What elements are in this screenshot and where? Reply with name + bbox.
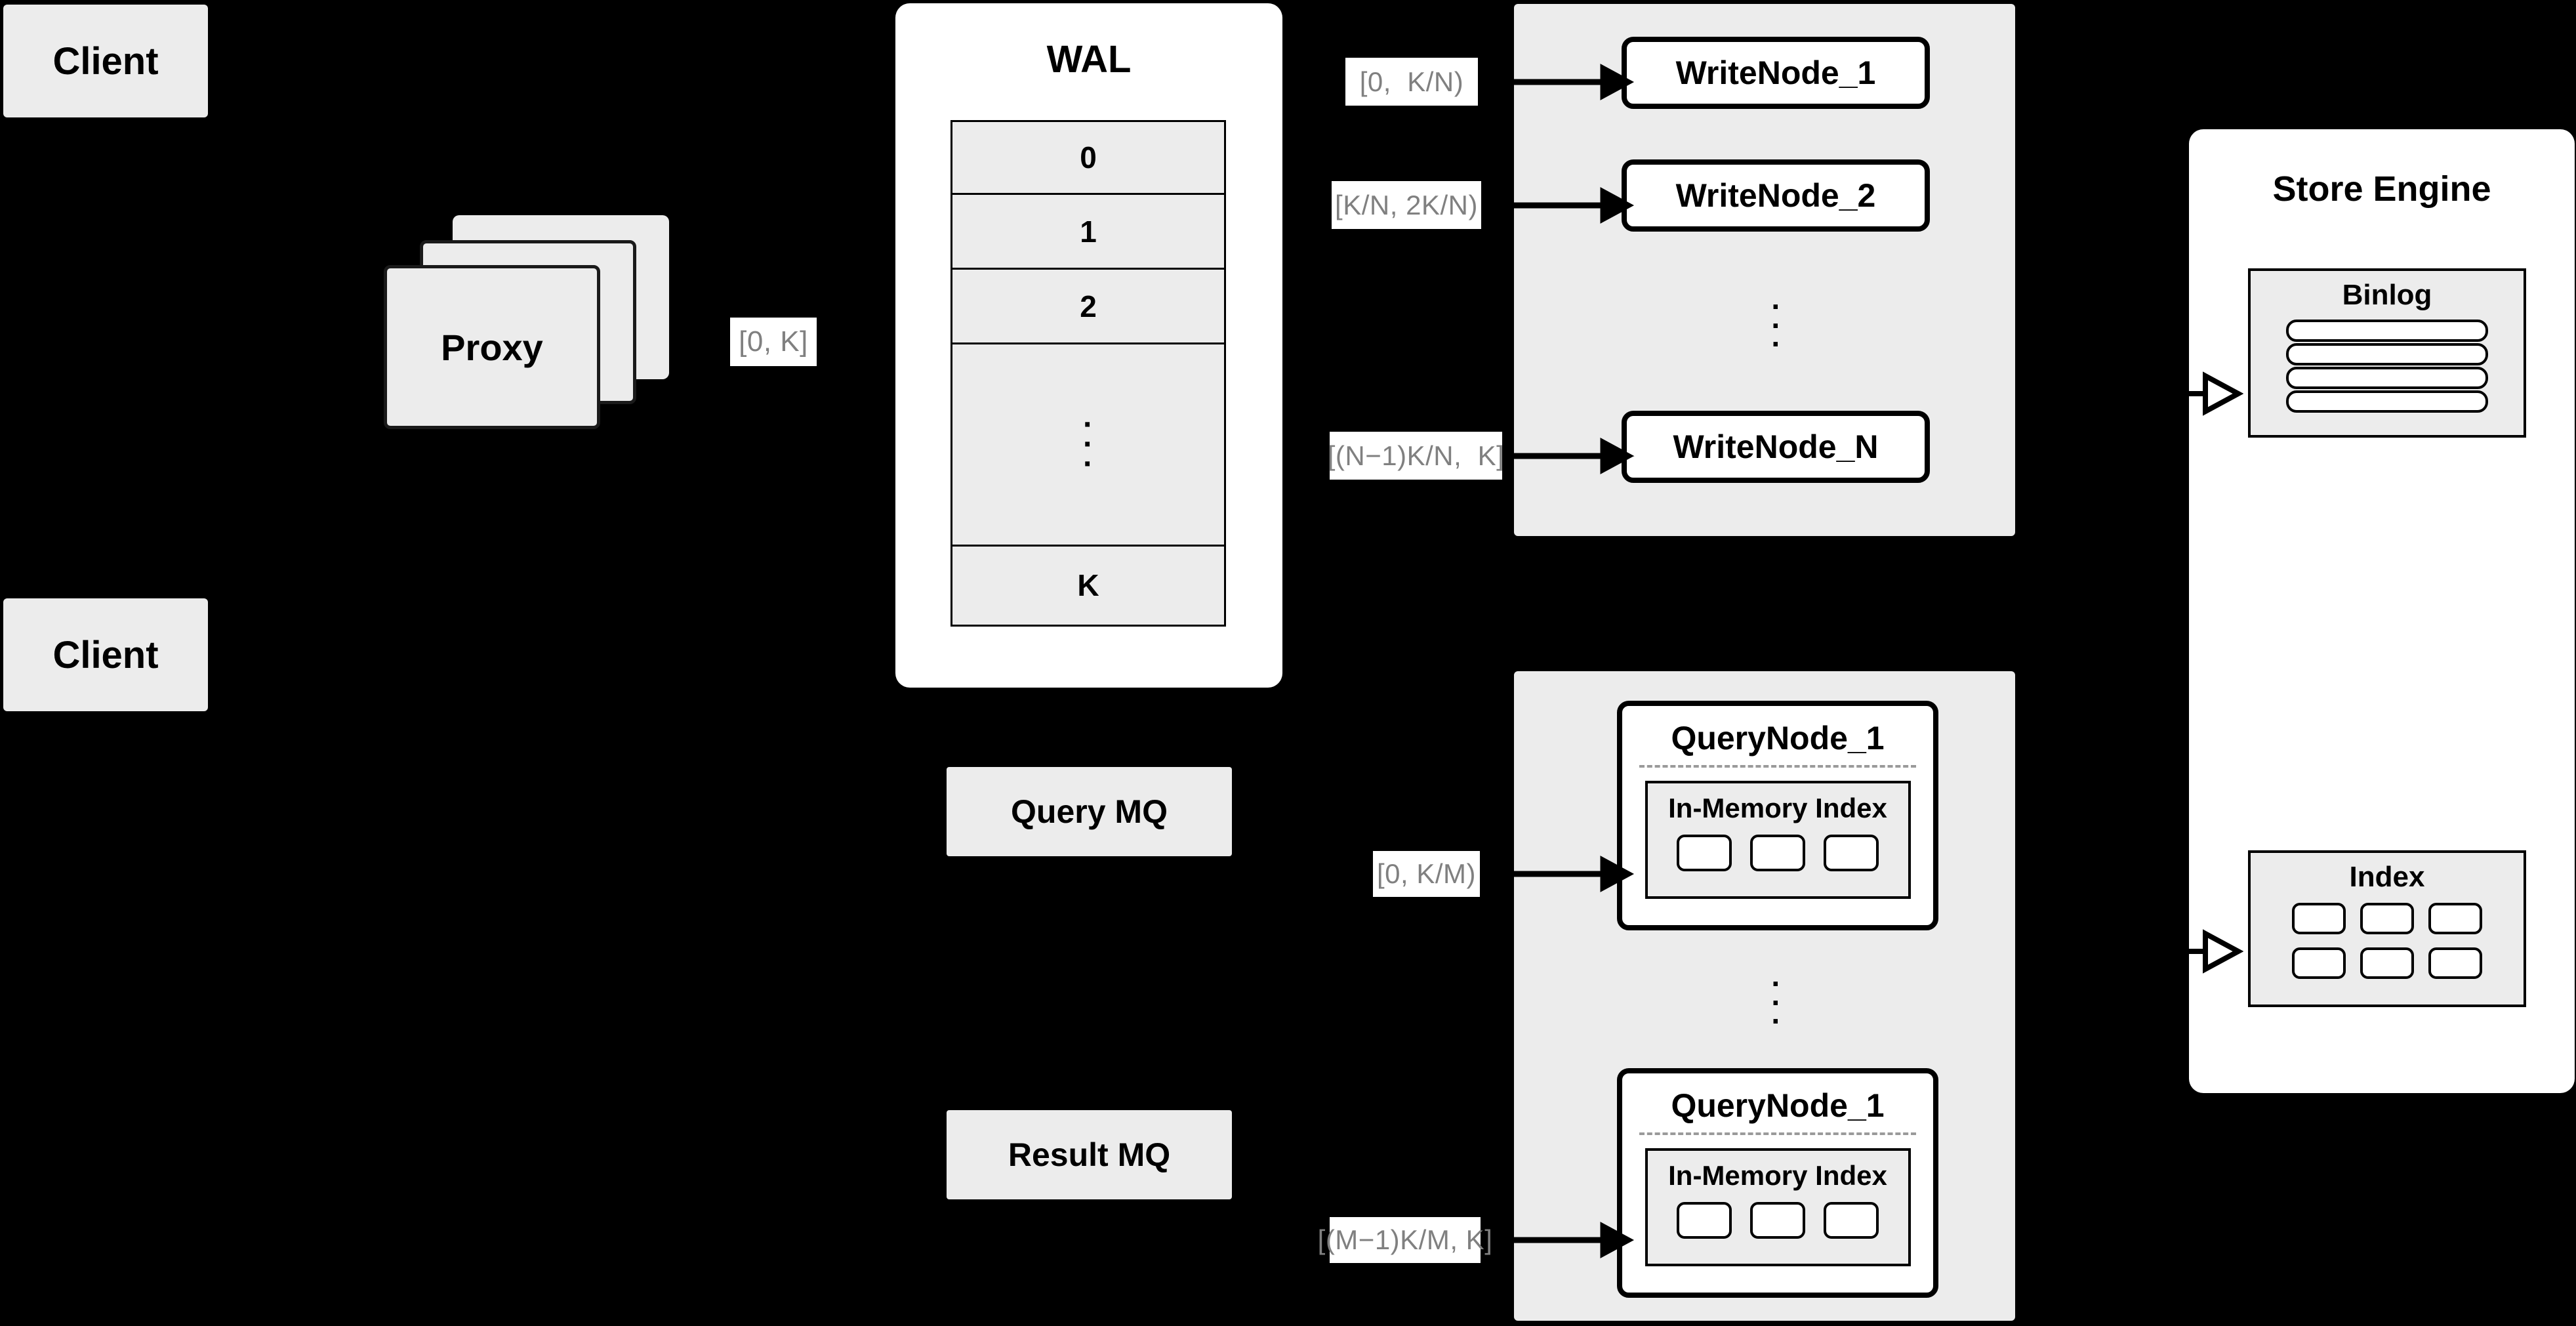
query-ellipsis-dot-3: · (1771, 1004, 1782, 1039)
query-node-1-index-panel: In-Memory Index (1645, 781, 1911, 899)
query-node-1-index-slot-1[interactable] (1677, 835, 1732, 871)
wal-row-0[interactable]: 0 (952, 122, 1224, 196)
query-node-m-index-slot-1[interactable] (1677, 1202, 1732, 1239)
binlog-bar-3[interactable] (2286, 367, 2488, 389)
query-ellipsis-dot-1: · (1771, 966, 1782, 1001)
binlog-bar-2[interactable] (2286, 343, 2488, 365)
proxy-range-text: [0, K] (739, 325, 808, 358)
query-node-1-arrow (1514, 856, 1635, 892)
write-node-1-label: WriteNode_1 (1675, 54, 1876, 91)
query-node-1-index-slot-2[interactable] (1750, 835, 1805, 871)
query-node-1-index-slot-3[interactable] (1824, 835, 1879, 871)
wal-cell-0: 0 (1080, 140, 1097, 175)
query-node-m-separator (1639, 1132, 1916, 1135)
binlog-panel: Binlog (2248, 268, 2526, 438)
write-node-2-label: WriteNode_2 (1675, 177, 1876, 214)
query-node-1-label: QueryNode_1 (1671, 720, 1885, 756)
wal-ellipsis-dot-2: · (1083, 426, 1094, 462)
proxy-label: Proxy (441, 326, 543, 368)
write-node-2[interactable]: WriteNode_2 (1622, 159, 1930, 232)
write-node-n-range-text: [(N−1)K/N, K] (1327, 440, 1505, 471)
write-node-n-arrowhead (1514, 438, 1635, 474)
store-index-slot-2[interactable] (2360, 903, 2414, 934)
store-index-slot-1[interactable] (2292, 903, 2346, 934)
write-node-1-range-label: [0, K/N) (1345, 58, 1478, 106)
store-index-title: Index (2349, 861, 2425, 893)
query-node-m-range-text: [(M−1)K/M, K] (1317, 1224, 1493, 1255)
write-node-n-range-label: [(N−1)K/N, K] (1327, 432, 1505, 480)
query-node-m-index-slot-3[interactable] (1824, 1202, 1879, 1239)
query-ellipsis-dot-2: · (1771, 985, 1782, 1020)
write-node-1-range-text: [0, K/N) (1359, 66, 1464, 97)
write-node-group-ellipsis: · · · (1737, 273, 1816, 378)
query-node-m-index-title: In-Memory Index (1668, 1160, 1887, 1191)
proxy-box[interactable]: Proxy (384, 265, 600, 429)
write-ellipsis-dot-2: · (1771, 308, 1782, 342)
wal-title: WAL (1046, 38, 1132, 81)
result-mq-box[interactable]: Result MQ (947, 1110, 1232, 1199)
wal-row-k[interactable]: K (952, 547, 1224, 625)
write-ellipsis-dot-3: · (1771, 327, 1782, 362)
store-index-slot-3[interactable] (2428, 903, 2482, 934)
query-node-1[interactable]: QueryNode_1 In-Memory Index (1617, 701, 1938, 930)
result-mq-label: Result MQ (1008, 1136, 1171, 1173)
binlog-inbound-arrow (2165, 371, 2243, 416)
store-engine-title: Store Engine (2272, 169, 2491, 209)
proxy-range-label: [0, K] (730, 318, 817, 366)
query-node-group-ellipsis: · · · (1737, 950, 1816, 1055)
write-node-2-range-label: [K/N, 2K/N) (1332, 181, 1481, 229)
store-index-slot-5[interactable] (2360, 947, 2414, 979)
write-node-n[interactable]: WriteNode_N (1622, 411, 1930, 483)
store-index-slot-4[interactable] (2292, 947, 2346, 979)
query-node-m-index-panel: In-Memory Index (1645, 1148, 1911, 1266)
query-node-m[interactable]: QueryNode_1 In-Memory Index (1617, 1068, 1938, 1298)
client-label-1: Client (52, 39, 159, 83)
wal-cell-k: K (1077, 568, 1099, 603)
store-index-slot-6[interactable] (2428, 947, 2482, 979)
write-node-n-label: WriteNode_N (1673, 428, 1879, 465)
write-ellipsis-dot-1: · (1771, 289, 1782, 324)
query-node-1-range-label: [0, K/M) (1373, 851, 1480, 897)
query-mq-label: Query MQ (1011, 793, 1168, 830)
query-node-group: QueryNode_1 In-Memory Index · · · QueryN… (1514, 671, 2015, 1321)
binlog-bar-1[interactable] (2286, 320, 2488, 342)
write-node-group: WriteNode_1 WriteNode_2 · · · WriteNode_… (1514, 4, 2015, 536)
wal-table: 0 1 2 · · · K (951, 120, 1226, 627)
client-label-2: Client (52, 633, 159, 676)
wal-panel: WAL 0 1 2 · · · K (895, 3, 1282, 688)
query-node-1-range-text: [0, K/M) (1376, 858, 1477, 889)
store-engine-panel: Store Engine Binlog Index (2189, 129, 2575, 1093)
query-mq-box[interactable]: Query MQ (947, 767, 1232, 856)
wal-row-ellipsis: · · · (952, 344, 1224, 547)
wal-row-1[interactable]: 1 (952, 195, 1224, 270)
client-box-1[interactable]: Client (3, 5, 208, 117)
query-node-m-arrow (1514, 1222, 1635, 1258)
wal-cell-1: 1 (1080, 214, 1097, 249)
query-node-1-index-title: In-Memory Index (1668, 793, 1887, 823)
binlog-title: Binlog (2342, 279, 2432, 311)
wal-ellipsis-dot-1: · (1083, 407, 1094, 443)
binlog-bar-4[interactable] (2286, 390, 2488, 413)
client-box-2[interactable]: Client (3, 598, 208, 711)
store-index-panel: Index (2248, 850, 2526, 1007)
query-node-1-separator (1639, 765, 1916, 768)
query-node-m-index-slot-2[interactable] (1750, 1202, 1805, 1239)
query-node-m-range-label: [(M−1)K/M, K] (1318, 1217, 1492, 1263)
store-index-inbound-arrow (2165, 929, 2243, 974)
write-node-2-range-text: [K/N, 2K/N) (1335, 189, 1478, 220)
wal-cell-2: 2 (1080, 289, 1097, 323)
wal-row-2[interactable]: 2 (952, 270, 1224, 345)
query-node-m-label: QueryNode_1 (1671, 1087, 1885, 1124)
write-node-1[interactable]: WriteNode_1 (1622, 37, 1930, 109)
write-node-arrows (1514, 64, 1635, 459)
wal-ellipsis-dot-3: · (1083, 446, 1094, 482)
